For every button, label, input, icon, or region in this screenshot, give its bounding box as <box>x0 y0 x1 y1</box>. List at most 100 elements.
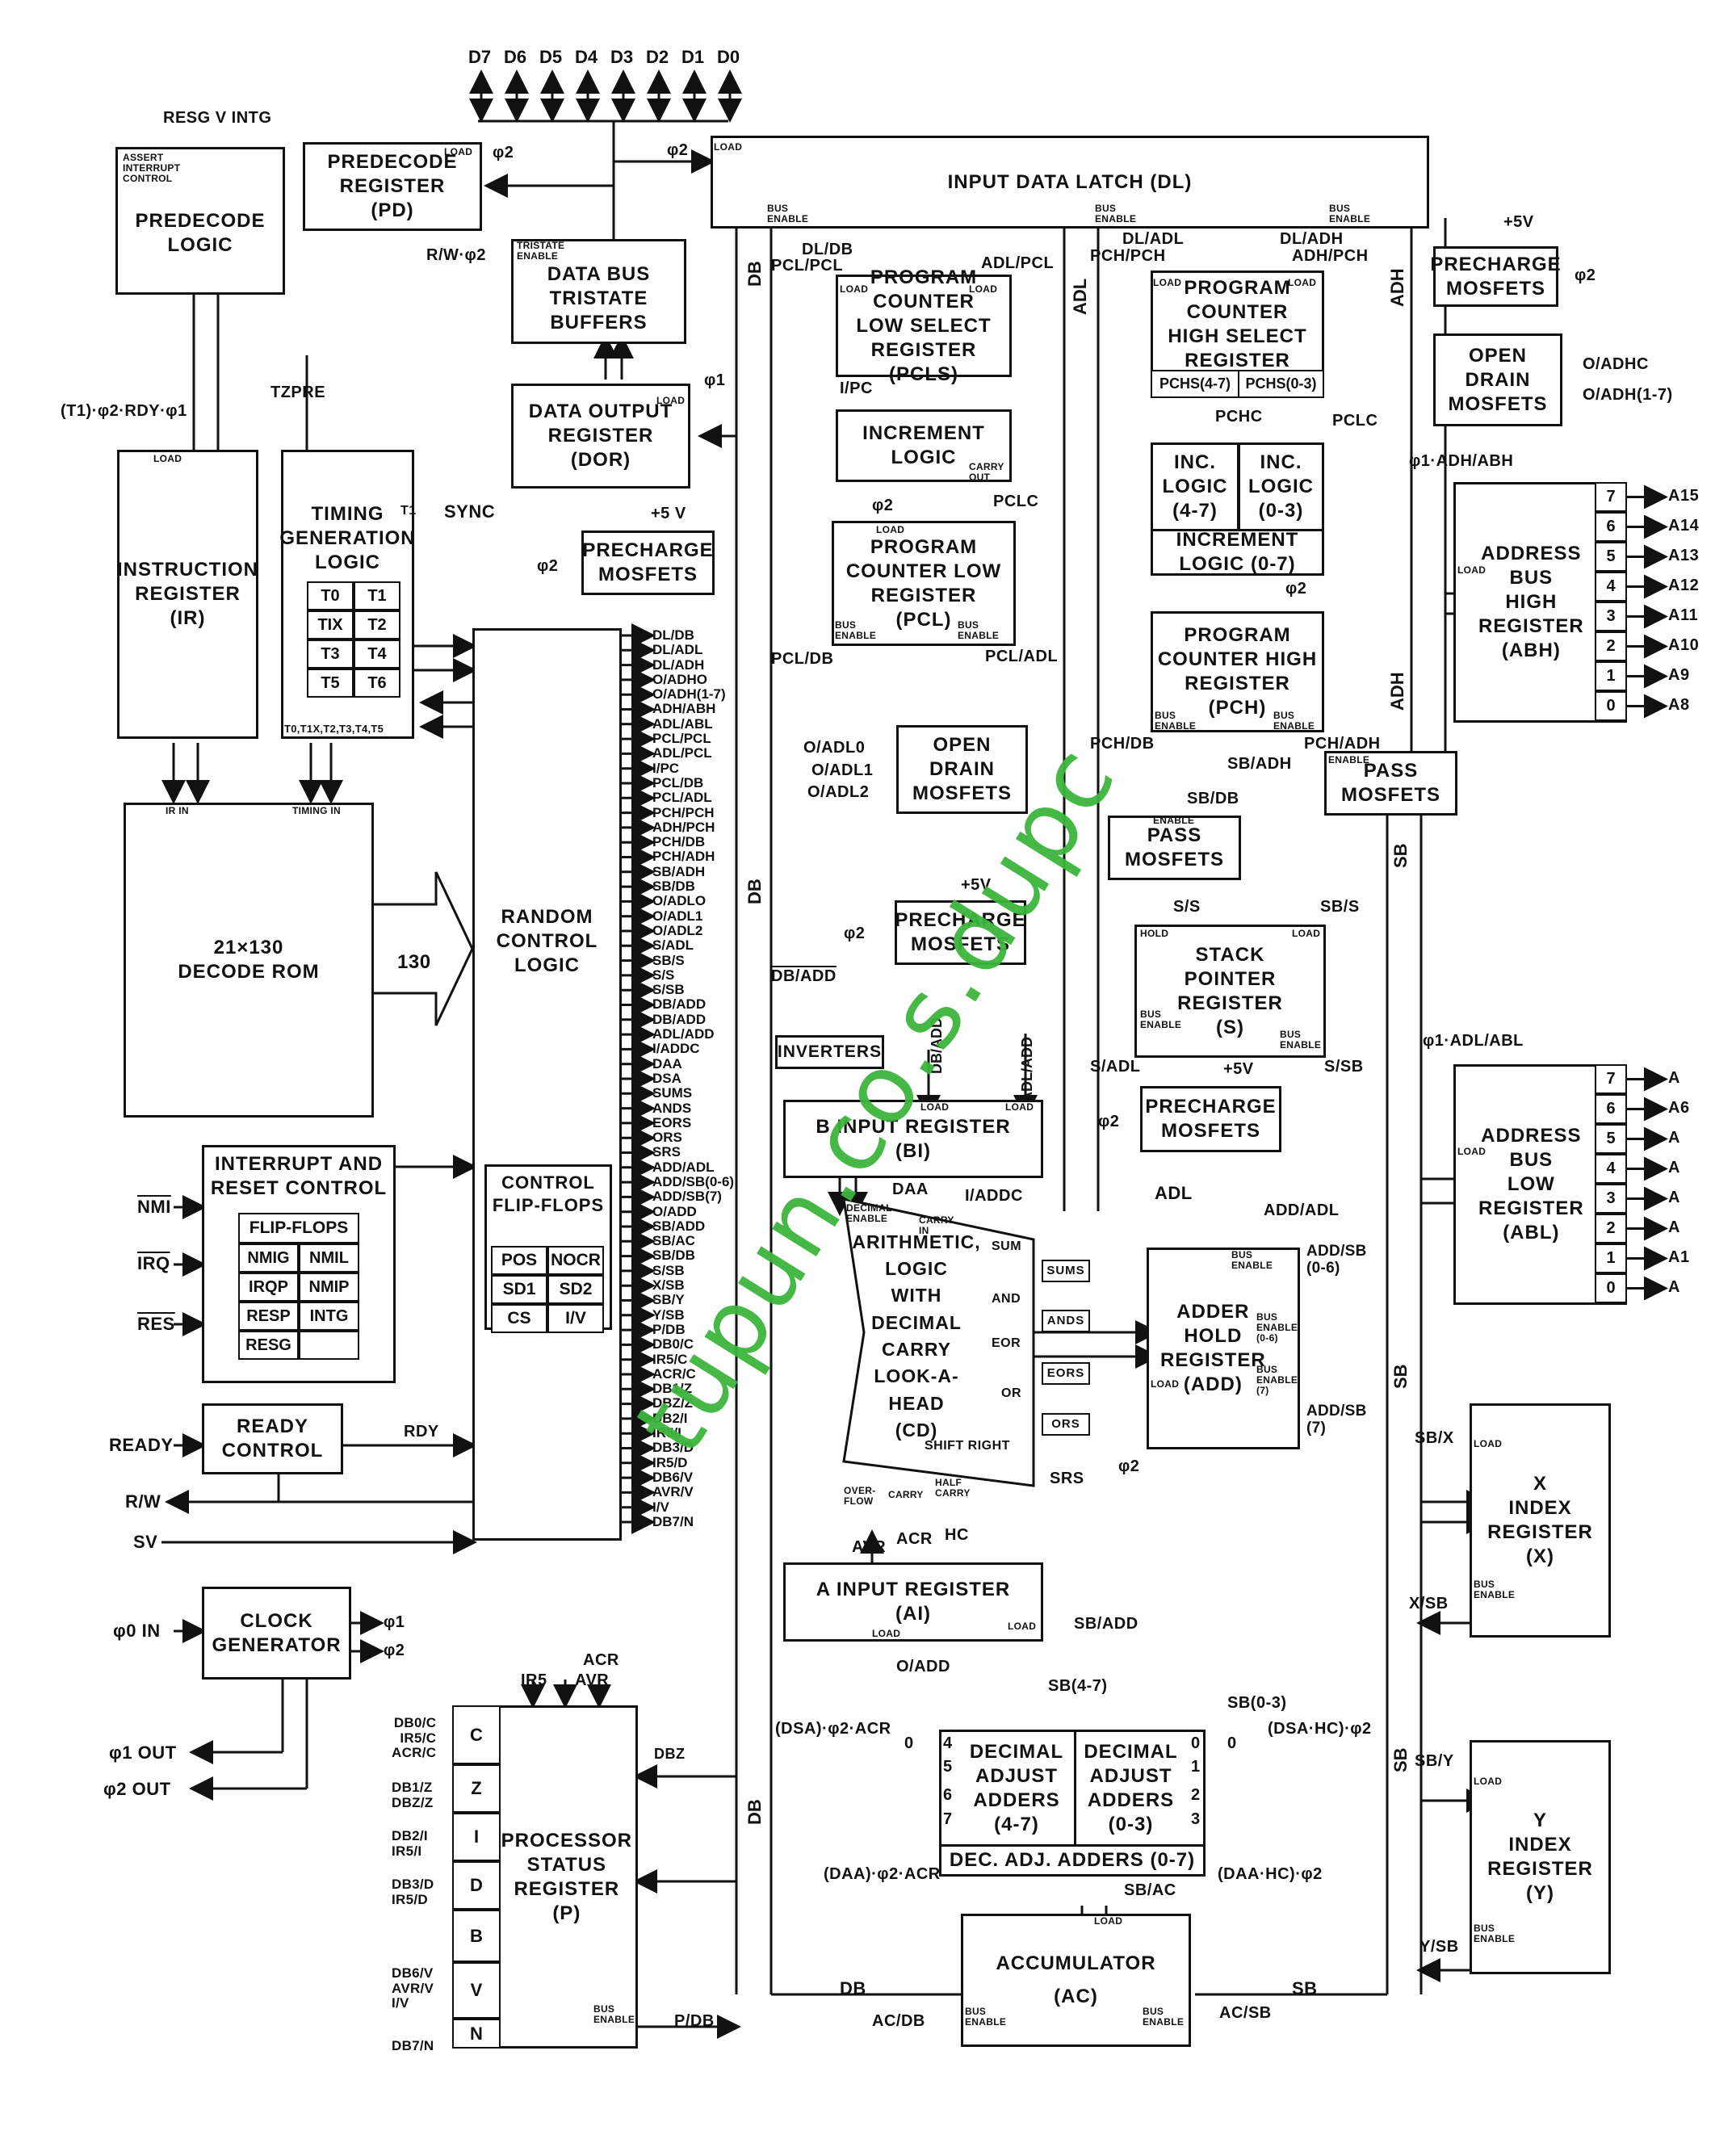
rw-label: R/W <box>125 1491 161 1512</box>
address-output-label: A <box>1668 1159 1680 1176</box>
address-output-label: A6 <box>1668 1099 1690 1117</box>
y-index-register: Y INDEX REGISTER (Y) <box>1470 1740 1611 1974</box>
sb-s-label: SB/S <box>1320 898 1360 916</box>
add-bus-enable-06: BUS ENABLE (0-6) <box>1256 1311 1298 1344</box>
sb-y-label: SB/Y <box>1415 1752 1454 1770</box>
ps-bus-enable: BUS ENABLE <box>593 2003 635 2026</box>
dsa-hc-label: (DSA·HC)·φ2 <box>1268 1720 1372 1738</box>
random-control-logic: RANDOM CONTROL LOGIC <box>472 628 622 1541</box>
address-output-label: A12 <box>1668 577 1700 594</box>
add-sb06-label: ADD/SB (0-6) <box>1306 1243 1367 1277</box>
o-adhc-label: O/ADHC <box>1583 355 1649 373</box>
pass2-enable: ENABLE <box>1153 815 1195 826</box>
phi2-out-label: φ2 OUT <box>103 1779 171 1799</box>
adl-label-mid: ADL <box>1155 1183 1193 1203</box>
t1-label: T1 <box>400 504 417 518</box>
sb-db-label: SB/DB <box>1187 790 1239 807</box>
stack-bus-enable-2: BUS ENABLE <box>1280 1029 1322 1051</box>
stack-hold: HOLD <box>1140 928 1169 939</box>
dah-in-4: 4 <box>943 1734 953 1752</box>
db-bus-label-3: DB <box>744 1799 765 1825</box>
adl-add-label: ADL/ADD <box>1019 1037 1035 1102</box>
pre4-phi2: φ2 <box>1098 1113 1120 1130</box>
timing-cell: T0 <box>307 581 354 610</box>
pclc-label-2: PCLC <box>1332 412 1378 430</box>
timing-cell: TIX <box>307 610 354 640</box>
sb47-label: SB(4-7) <box>1048 1677 1108 1695</box>
carry-label: CARRY <box>888 1489 924 1500</box>
abl-bit-cell: 5 <box>1595 1124 1627 1154</box>
y-sb-label: Y/SB <box>1419 1938 1459 1956</box>
x-bus-enable: BUS ENABLE <box>1474 1579 1516 1601</box>
clk-phi1: φ1 <box>384 1613 405 1631</box>
precharge-mosfets-1: PRECHARGE MOSFETS <box>581 531 715 595</box>
data-pin-label: D1 <box>681 47 705 67</box>
data-pin-label: D7 <box>468 47 492 67</box>
pd-phi2-label: φ2 <box>493 144 514 161</box>
precharge-mosfets-4: PRECHARGE MOSFETS <box>1140 1086 1281 1152</box>
predecode-logic: ASSERT INTERRUPT CONTROL PREDECODE LOGIC <box>115 147 285 295</box>
avr-label: AVR <box>852 1538 887 1556</box>
dal-in-0: 0 <box>1191 1734 1201 1752</box>
o-adl1-label: O/ADL1 <box>811 761 874 779</box>
interrupt-ff-cell: NMIL <box>299 1243 359 1273</box>
pcl-phi2-label: φ2 <box>872 497 894 514</box>
ac-load: LOAD <box>1094 1915 1123 1927</box>
eor-label: EOR <box>992 1336 1021 1350</box>
s-s-label: S/S <box>1173 898 1201 916</box>
pcl-bus-enable-2: BUS ENABLE <box>958 619 1000 642</box>
clock-generator: CLOCK GENERATOR <box>202 1587 351 1680</box>
shift-right-label: SHIFT RIGHT <box>925 1439 1010 1453</box>
abh-bit-cell: 2 <box>1595 631 1627 661</box>
ac-db-label: AC/DB <box>872 2012 925 2030</box>
ps-in-z: DB1/Z DBZ/Z <box>392 1780 434 1810</box>
ps-in-v: DB6/V AVR/V I/V <box>392 1965 434 2011</box>
pch-phi2-label: φ2 <box>1285 580 1307 598</box>
dec-adjust-adders-47: DECIMAL ADJUST ADDERS (4-7) <box>939 1730 1076 1847</box>
dl-bus-enable-3: BUS ENABLE <box>1329 203 1371 225</box>
data-output-register: DATA OUTPUT REGISTER (DOR) <box>511 384 690 489</box>
abl-bit-cell: 2 <box>1595 1214 1627 1243</box>
sb-bottom-label: SB <box>1292 1978 1318 1998</box>
precharge-mosfets-2: PRECHARGE MOSFETS <box>1430 246 1561 307</box>
timing-cell: T2 <box>354 610 400 640</box>
interrupt-ff-cell: NMIG <box>238 1243 299 1273</box>
db-bus-label-2: DB <box>744 879 765 904</box>
pre1-5v: +5 V <box>651 505 686 522</box>
s-sb-label: S/SB <box>1324 1058 1364 1076</box>
adl-pcl-label: ADL/PCL <box>981 254 1055 272</box>
o-adl0-label: O/ADL0 <box>803 739 866 757</box>
sum-label: SUM <box>992 1239 1022 1253</box>
db-bottom-label: DB <box>840 1978 866 1998</box>
pch-adh-label: PCH/ADH <box>1304 735 1381 753</box>
daa-acr-label: (DAA)·φ2·ACR <box>824 1865 941 1883</box>
phi1-adh-abh-label: φ1·ADH/ABH <box>1409 452 1514 470</box>
alu-text: ARITHMETIC, LOGIC WITH DECIMAL CARRY LOO… <box>852 1231 981 1441</box>
open-drain-mosfets-1: OPEN DRAIN MOSFETS <box>1433 333 1562 426</box>
nmi-label: NMI <box>137 1197 171 1217</box>
dl-load-label: LOAD <box>714 141 743 153</box>
abl-bit-cell: 3 <box>1595 1184 1627 1214</box>
interrupt-ff-cell: IRQP <box>238 1273 299 1302</box>
ac-bus-enable-1: BUS ENABLE <box>965 2006 1007 2028</box>
pcls-load-2: LOAD <box>969 283 998 295</box>
status-bit-cell: N <box>452 2019 501 2049</box>
x-sb-label: X/SB <box>1409 1595 1449 1612</box>
dl-bus-enable-2: BUS ENABLE <box>1095 203 1137 225</box>
pcl-bus-enable-1: BUS ENABLE <box>835 619 877 642</box>
status-bit-cell: C <box>452 1705 501 1764</box>
ready-label: READY <box>109 1435 174 1455</box>
inc-logic-47: INC. LOGIC (4-7) <box>1151 442 1239 531</box>
abl-bit-cell: 4 <box>1595 1154 1627 1184</box>
pd-load-label: LOAD <box>444 146 473 157</box>
control-ff-cell: CS <box>491 1304 547 1333</box>
pre2-phi2: φ2 <box>1575 266 1596 284</box>
zero-left: 0 <box>904 1734 914 1752</box>
db-add-bar-label: DB/ADD <box>771 967 837 985</box>
input-data-latch: INPUT DATA LATCH (DL) <box>711 136 1429 229</box>
timing-cell: T3 <box>307 640 354 669</box>
zero-right: 0 <box>1227 1734 1237 1752</box>
ir-load: LOAD <box>153 453 182 464</box>
ps-in-n: DB7/N <box>392 2038 434 2053</box>
data-pin-label: D4 <box>575 47 598 67</box>
